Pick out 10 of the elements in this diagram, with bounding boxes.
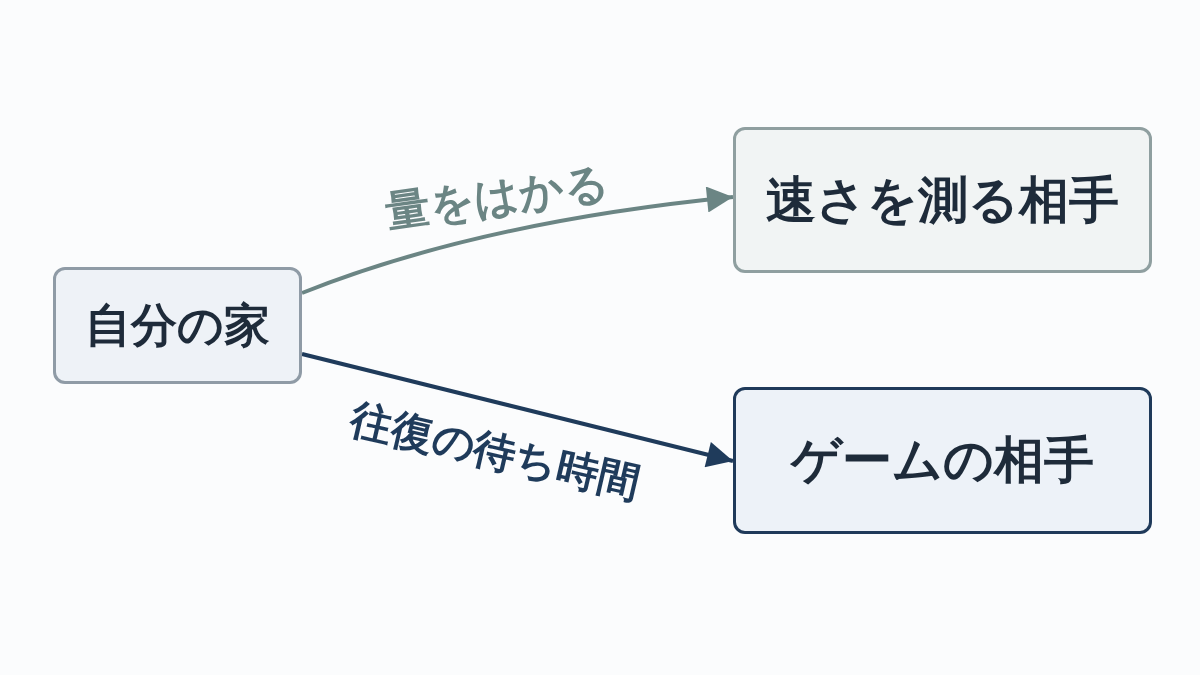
edge-label: 量をはかる [382, 154, 612, 239]
node-label: 自分の家 [85, 296, 270, 354]
arrow [301, 186, 734, 295]
process-box [53, 267, 302, 384]
process-box [733, 387, 1152, 534]
arrow [301, 352, 734, 468]
node-label: 速さを測る相手 [766, 169, 1119, 231]
process-box [733, 127, 1152, 273]
node-label: ゲームの相手 [791, 430, 1094, 492]
edge-label: 往復の待ち時間 [344, 393, 646, 511]
